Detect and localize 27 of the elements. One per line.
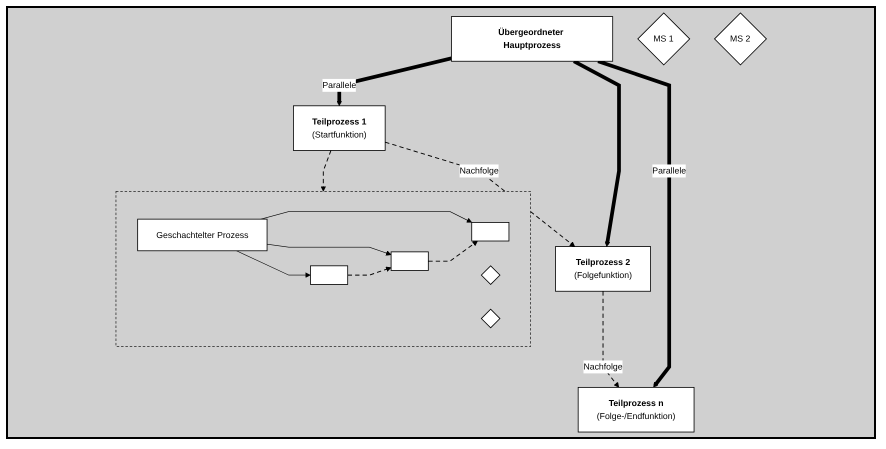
arrow <box>602 290 619 388</box>
cluster <box>115 191 531 347</box>
node-box <box>471 222 510 242</box>
arrow <box>572 60 621 247</box>
node-box: Teilprozess 2 (Folgefunktion) <box>554 246 651 292</box>
node-box: Teilprozess n (Folge-/Endfunktion) <box>578 386 694 432</box>
node-box: Geschachtelter Prozess <box>137 218 268 252</box>
arrow <box>260 211 472 223</box>
node-box: Teilprozess 1 (Startfunktion) <box>292 105 386 151</box>
edge-label: Parallele <box>322 80 356 90</box>
edge-label: Nachfolge <box>583 362 622 372</box>
node-box <box>310 265 348 285</box>
arrow <box>236 250 311 278</box>
node-box <box>390 251 429 271</box>
arrow <box>597 59 671 388</box>
edge-label: Nachfolge <box>459 166 498 176</box>
node-diamond <box>480 265 500 285</box>
arrow <box>384 142 575 247</box>
arrow <box>320 150 332 192</box>
edge-label: Parallele <box>652 166 686 176</box>
node-diamond: MS 2 <box>714 12 767 66</box>
node-box: Übergeordneter Hauptprozess <box>450 16 613 62</box>
node-diamond: MS 1 <box>637 12 690 66</box>
arrow <box>347 266 392 276</box>
node-diamond <box>480 308 500 328</box>
arrow <box>266 244 392 256</box>
arrow <box>428 240 478 262</box>
